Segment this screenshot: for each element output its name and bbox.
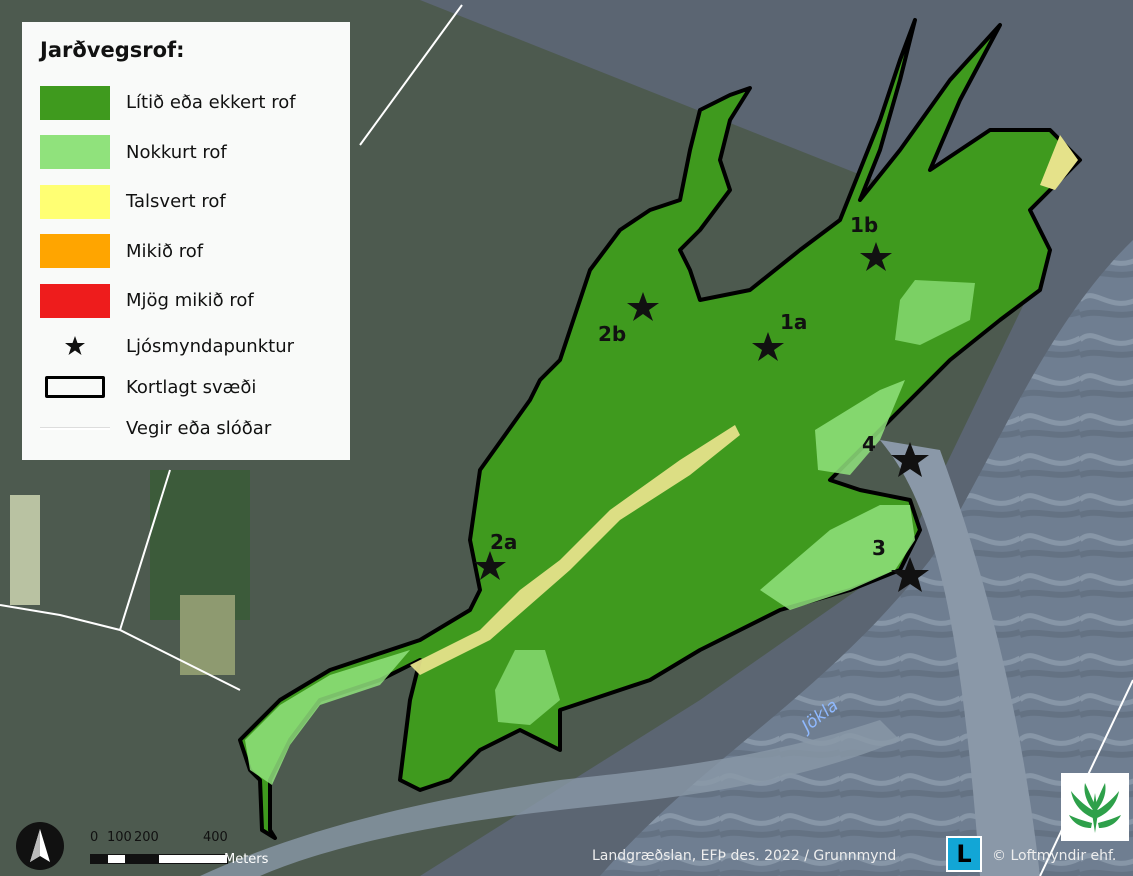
legend-item: Mikið rof [40,227,350,277]
star-1b [860,242,892,271]
legend-item-roads: Vegir eða slóðar [40,408,350,449]
river-branch [200,720,900,876]
legend-label: Vegir eða slóðar [126,417,272,439]
river-channel [880,440,1040,876]
legend-label: Talsvert rof [126,191,226,213]
scale-tick: 400 [203,830,228,845]
legend-label: Kortlagt svæði [126,376,257,398]
area-outline-icon [40,376,110,398]
legend-label: Ljósmyndapunktur [126,335,295,357]
point-label-2b: 2b [598,322,627,346]
star-2b [627,292,659,321]
field-patch [180,595,235,675]
point-label-4: 4 [862,432,876,456]
loftmyndir-logo: L [946,836,982,872]
point-label-2a: 2a [490,530,518,554]
field-strip [10,495,40,605]
patch-talsvert [1040,135,1078,190]
patch-nokkurt [245,650,410,785]
patch-talsvert [410,425,740,675]
legend-label: Mjög mikið rof [126,290,254,312]
legend-item: Mjög mikið rof [40,276,350,326]
north-arrow-icon [16,822,64,870]
logo-letter: L [956,840,972,868]
legend-swatch [40,135,110,170]
road [119,469,171,631]
scale-strip [90,854,228,864]
legend-item-photo-point: Ljósmyndapunktur [40,326,350,367]
mapped-area-main [238,18,1082,840]
landgraedslan-logo-icon [1061,773,1129,841]
legend-swatch [40,85,110,120]
legend-item: Nokkurt rof [40,128,350,178]
scale-bar: 0 100 200 400 Meters [90,830,290,876]
point-label-1b: 1b [850,213,879,237]
point-label-3: 3 [872,536,886,560]
patch-nokkurt [760,505,915,610]
scale-tick: 0 [90,830,99,845]
star-3 [891,557,929,592]
legend: Jarðvegsrof: Lítið eða ekkert rof Nokkur… [22,22,350,460]
legend-label: Nokkurt rof [126,141,227,163]
patch-nokkurt [815,380,905,475]
star-2a [474,551,506,580]
legend-swatch [40,184,110,219]
legend-swatch [40,234,110,269]
scale-unit: Meters [224,852,269,867]
photo-point-stars [474,242,929,592]
scale-tick: 100 [107,830,132,845]
patch-nokkurt [895,280,975,345]
legend-item: Talsvert rof [40,177,350,227]
point-label-1a: 1a [780,310,808,334]
legend-swatch [40,283,110,318]
legend-item: Lítið eða ekkert rof [40,78,350,128]
legend-item-mapped-area: Kortlagt svæði [40,367,350,408]
star-1a [752,332,784,361]
scale-tick: 200 [134,830,159,845]
legend-label: Lítið eða ekkert rof [126,92,296,114]
road-line-icon [40,426,110,430]
star-4 [891,442,929,477]
legend-title: Jarðvegsrof: [40,38,185,62]
patch-nokkurt [495,650,560,725]
credit-text: Landgræðslan, EFÞ des. 2022 / Grunnmynd [592,848,897,864]
star-icon [40,336,110,356]
legend-label: Mikið rof [126,240,204,262]
road [359,4,463,146]
copyright-text: © Loftmyndir ehf. [992,848,1117,864]
